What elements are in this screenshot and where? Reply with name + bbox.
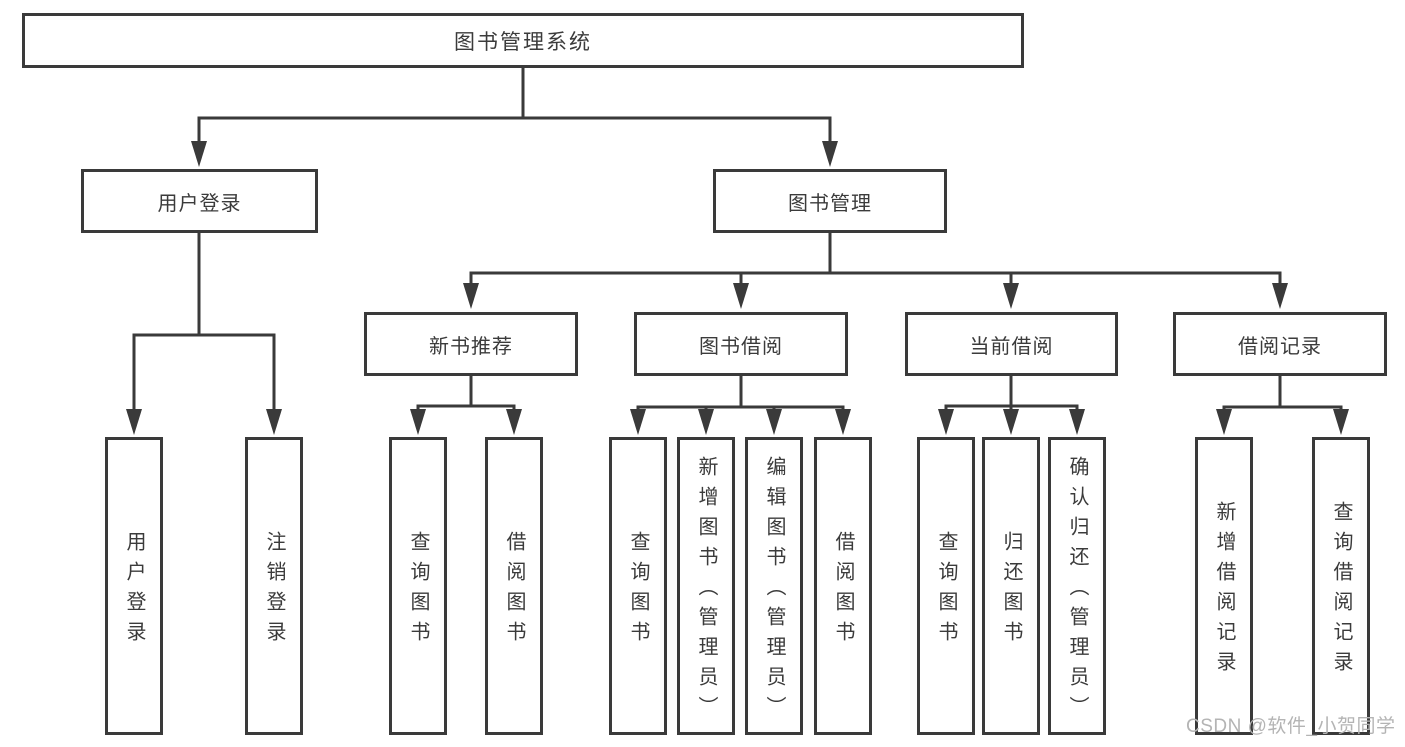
- node-library-management-system: 图书管理系统: [22, 13, 1024, 68]
- leaf-return-book: 归还图书: [982, 437, 1040, 735]
- leaf-add-book-admin: 新增图书（管理员）: [677, 437, 735, 735]
- node-label: 图书借阅: [699, 335, 783, 358]
- node-label: 新增借阅记录: [1213, 501, 1235, 681]
- node-current-borrowing: 当前借阅: [905, 312, 1118, 376]
- node-label: 归还图书: [1000, 531, 1022, 651]
- node-new-book-recommendation: 新书推荐: [364, 312, 578, 376]
- leaf-logout: 注销登录: [245, 437, 303, 735]
- leaf-confirm-return-admin: 确认归还（管理员）: [1048, 437, 1106, 735]
- node-label: 用户登录: [123, 531, 145, 651]
- node-label: 图书管理系统: [454, 30, 592, 54]
- leaf-query-borrow-record: 查询借阅记录: [1312, 437, 1370, 735]
- leaf-user-login: 用户登录: [105, 437, 163, 735]
- leaf-borrow-books-newbook: 借阅图书: [485, 437, 543, 735]
- node-user-login: 用户登录: [81, 169, 318, 233]
- arrowheads: [126, 141, 1349, 435]
- leaf-query-books-current: 查询图书: [917, 437, 975, 735]
- node-label: 图书管理: [788, 192, 872, 215]
- node-label: 确认归还（管理员）: [1066, 456, 1088, 726]
- leaf-edit-book-admin: 编辑图书（管理员）: [745, 437, 803, 735]
- node-label: 注销登录: [263, 531, 285, 651]
- leaf-query-books-newbook: 查询图书: [389, 437, 447, 735]
- node-book-management: 图书管理: [713, 169, 947, 233]
- node-label: 新书推荐: [429, 335, 513, 358]
- node-label: 查询图书: [407, 531, 429, 651]
- csdn-watermark: CSDN @软件_小贺同学: [1186, 716, 1396, 737]
- leaf-query-books-borrowing: 查询图书: [609, 437, 667, 735]
- node-label: 借阅记录: [1238, 335, 1322, 358]
- node-label: 借阅图书: [503, 531, 525, 651]
- node-label: 查询借阅记录: [1330, 501, 1352, 681]
- leaf-borrow-books-borrowing: 借阅图书: [814, 437, 872, 735]
- node-label: 查询图书: [935, 531, 957, 651]
- node-label: 当前借阅: [969, 335, 1054, 358]
- node-book-borrowing: 图书借阅: [634, 312, 848, 376]
- node-label: 借阅图书: [832, 531, 854, 651]
- node-label: 查询图书: [627, 531, 649, 651]
- node-label: 新增图书（管理员）: [695, 456, 717, 726]
- node-label: 用户登录: [157, 192, 242, 215]
- leaf-add-borrow-record: 新增借阅记录: [1195, 437, 1253, 735]
- node-label: 编辑图书（管理员）: [763, 456, 785, 726]
- connector-path: [132, 67, 1343, 416]
- node-borrowing-records: 借阅记录: [1173, 312, 1387, 376]
